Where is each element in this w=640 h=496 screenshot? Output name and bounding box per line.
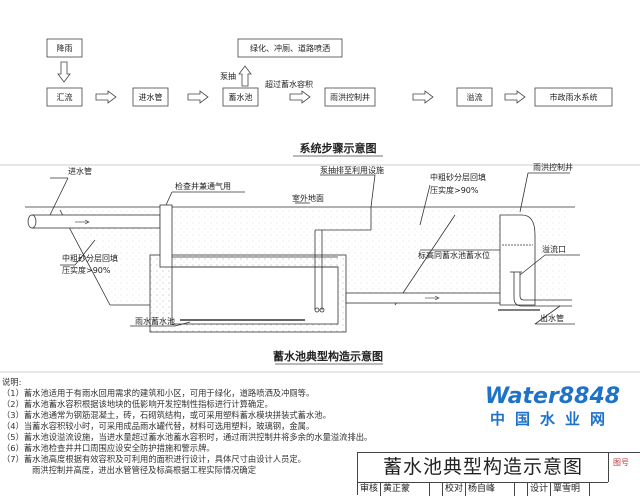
arrow-right-icon: [412, 90, 434, 104]
box-tank: [222, 87, 259, 107]
designer: 覃雪明: [551, 482, 591, 496]
flow-rain: 降雨: [57, 43, 73, 53]
arrow-up-icon: [238, 65, 252, 87]
arrow-right-icon: [95, 90, 117, 104]
box-inlet-pipe: [132, 87, 169, 107]
section-drawing: [25, 172, 580, 333]
inlet-pipe: [31, 214, 161, 229]
note-item: （1）蓄水池适用于有雨水回用需求的建筑和小区，可用于绿化，道路喷洒及冲厕等。: [2, 388, 315, 398]
label-inlet-pipe: 进水管: [68, 166, 92, 176]
drawing-no-label: 图号: [613, 458, 629, 467]
flow-pump-label: 泵抽: [220, 71, 236, 81]
label-backfill-left: 中粗砂分层回填: [62, 253, 118, 263]
arrow-right-icon: [504, 90, 526, 104]
section-title: 蓄水池典型构造示意图: [273, 349, 383, 363]
label-control-well: 雨洪控制井: [533, 162, 573, 172]
checker-label: 校对: [443, 482, 467, 496]
note-item: （4）当蓄水容积较小时，可采用成品雨水罐代替，材料可选用塑料，玻璃钢，金属。: [2, 421, 315, 431]
reviewer-label: 审核: [358, 482, 382, 496]
watermark: Water8848 中国水业网: [470, 384, 635, 428]
label-outlet-pipe: 出水管: [540, 313, 564, 323]
watermark-cn: 中国水业网: [489, 410, 615, 428]
flow-reuse: 绿化、冲厕、道路喷洒: [250, 43, 330, 53]
designer-label: 设计: [528, 482, 552, 496]
reviewer: 黄正蒙: [381, 482, 431, 496]
flow-municipal: 市政雨水系统: [550, 92, 598, 102]
flow-exceed-label: 超过蓄水容积: [265, 79, 313, 89]
label-compaction-right: 压实度>90%: [430, 185, 479, 195]
notes: 说明: （1）蓄水池适用于有雨水回用需求的建筑和小区，可用于绿化，道路喷洒及冲厕…: [2, 377, 372, 476]
box-overflow: [456, 87, 493, 107]
note-item: （3）蓄水池通常为钢筋混凝土，砖，石砌筑结构，或可采用塑料蓄水模块拼装式蓄水池。: [2, 410, 331, 420]
note-item: 雨洪控制井高度，进出水管管径及标高根据工程实际情况确定: [32, 465, 257, 475]
title-block: 蓄水池典型构造示意图 图号 审核 黄正蒙 校对 杨自峰 设计 覃雪明: [357, 452, 640, 496]
outlet-pipe: [345, 292, 503, 304]
note-item: （7）蓄水池高度根据有效容积及可利用的面积进行设计，具体尺寸由设计人员定。: [2, 454, 306, 464]
label-inspection: 检查井兼通气用: [175, 181, 231, 191]
note-item: （2）蓄水池蓄水容积根据该地块的低影响开发控制性指标进行计算确定。: [2, 399, 273, 409]
arrow-right-icon: [289, 90, 311, 104]
box-control-well: [324, 87, 376, 107]
label-ground: 室外地面: [292, 193, 324, 203]
label-level: 标高同蓄水池蓄水位: [418, 250, 490, 260]
label-pump-out: 泵抽排至利用设施: [320, 165, 384, 175]
box-rain: [46, 38, 83, 58]
note-item: （5）蓄水池设溢流设施，当进水量超过蓄水池蓄水容积时，通过雨洪控制井将多余的水量…: [2, 432, 373, 442]
box-municipal: [534, 87, 613, 107]
watermark-brand: Water8848: [484, 384, 621, 409]
control-well: [499, 214, 536, 306]
arrow-right-icon: [187, 90, 209, 104]
flow-title: 系统步骤示意图: [300, 141, 377, 155]
label-compaction-left: 压实度>90%: [62, 265, 111, 275]
box-converge: [46, 87, 83, 107]
flow-overflow: 溢流: [467, 92, 483, 102]
flow-tank: 蓄水池: [229, 92, 253, 102]
inspection-shaft: [159, 204, 173, 268]
flow-control-well: 雨洪控制井: [330, 92, 370, 102]
flow-chart: [46, 38, 613, 107]
label-backfill-right: 中粗砂分层回填: [430, 172, 486, 182]
notes-heading: 说明:: [2, 377, 22, 387]
box-reuse: [237, 38, 343, 58]
title-block-title: 蓄水池典型构造示意图: [358, 453, 608, 483]
flow-converge: 汇流: [57, 92, 73, 102]
flow-inlet-pipe: 进水管: [139, 92, 163, 102]
arrow-down-icon: [57, 61, 71, 83]
label-overflow-port: 溢流口: [542, 244, 566, 254]
label-tank: 雨水蓄水池: [135, 316, 175, 326]
checker: 杨自峰: [466, 482, 516, 496]
note-item: （6）蓄水池检查井井口周围应设安全防护措施和警示牌。: [2, 443, 215, 453]
